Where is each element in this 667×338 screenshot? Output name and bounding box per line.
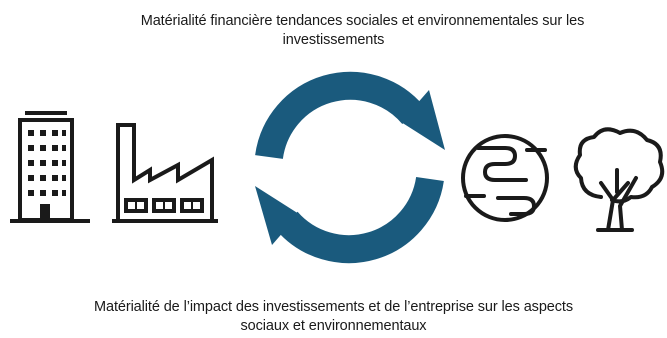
cycle-arrow-top — [255, 71, 424, 160]
top-caption-line-2: investissements — [282, 32, 385, 48]
cycle-arrowhead-right — [401, 90, 445, 150]
bottom-caption-line-1: Matérialité de l’impact des investisseme… — [94, 299, 573, 315]
globe-icon — [461, 134, 549, 222]
cycle-arrows-icon — [255, 71, 445, 264]
bottom-caption: Matérialité de l’impact des investisseme… — [0, 298, 667, 336]
cycle-arrow-bottom — [276, 176, 444, 264]
tree-icon — [573, 127, 665, 232]
top-caption: Matérialité financière tendances sociale… — [0, 12, 667, 50]
office-building-icon — [10, 111, 90, 223]
top-caption-line-1: Matérialité financière tendances sociale… — [140, 13, 585, 29]
factory-icon — [112, 123, 218, 223]
cycle-arrowhead-left — [255, 186, 299, 245]
bottom-caption-line-2: sociaux et environnementaux — [240, 318, 427, 334]
